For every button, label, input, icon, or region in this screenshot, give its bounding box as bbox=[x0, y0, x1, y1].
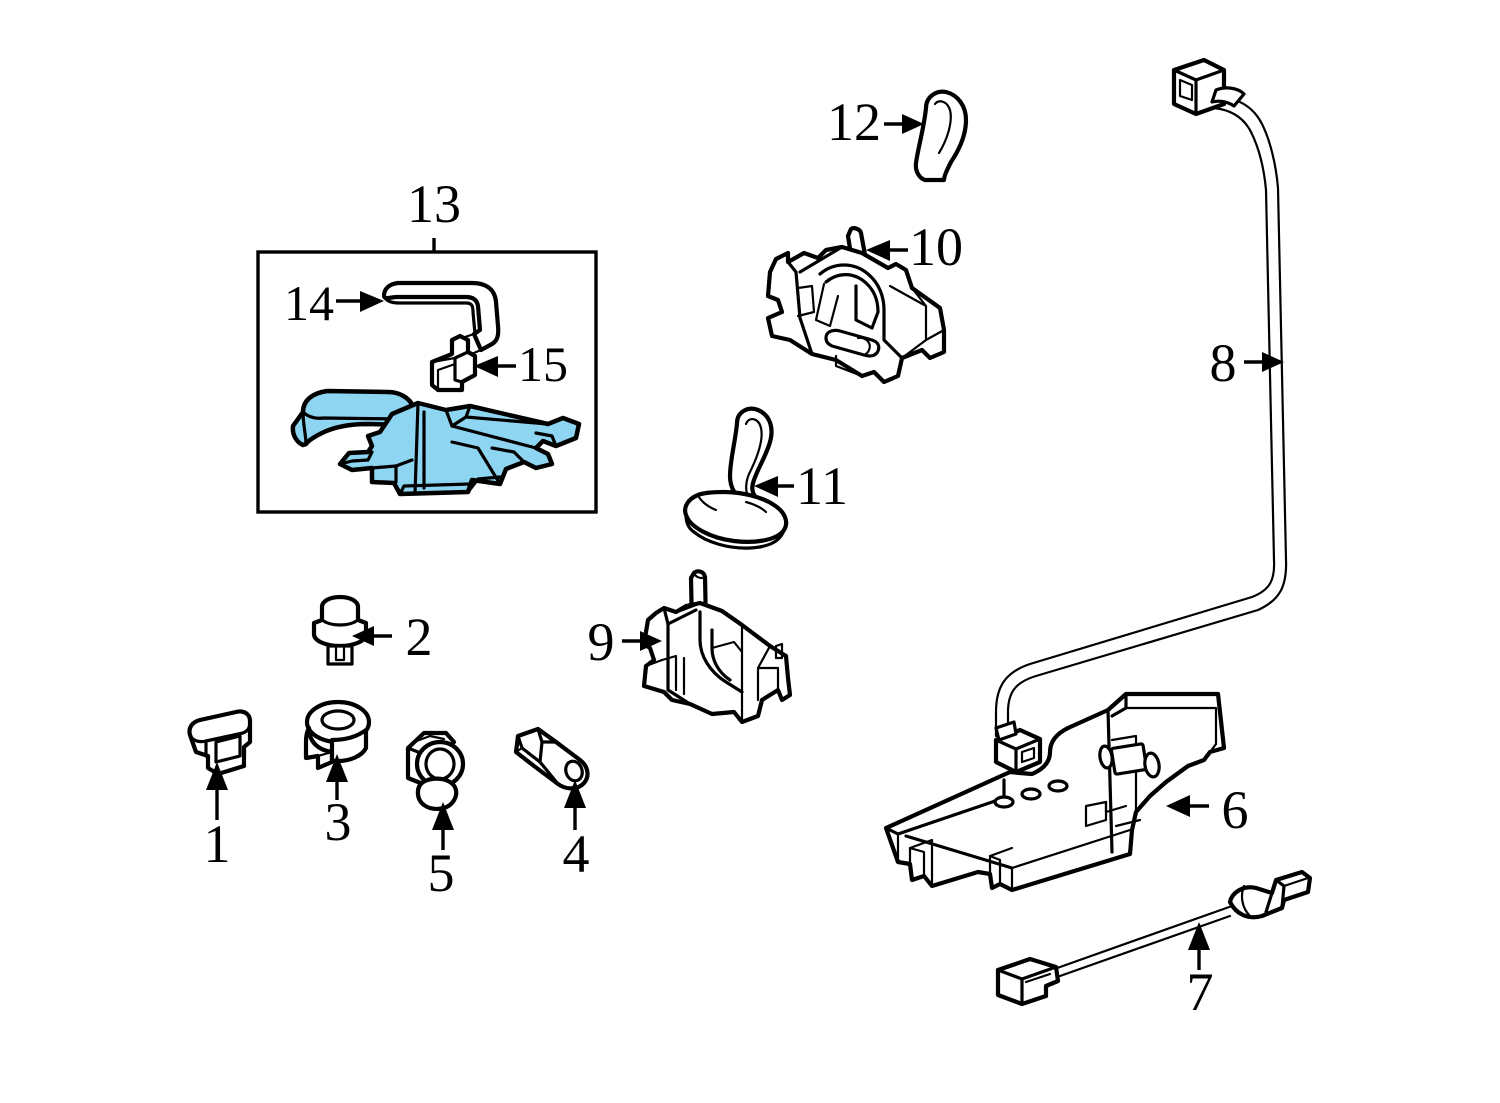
part-5-shift-lock-actuator bbox=[405, 730, 466, 811]
bracket-hole-1 bbox=[993, 795, 1015, 809]
callout-number-2[interactable]: 2 bbox=[406, 607, 433, 667]
callout-number-12[interactable]: 12 bbox=[827, 92, 881, 152]
part-6-mounting-bracket bbox=[883, 691, 1227, 893]
callout-number-15[interactable]: 15 bbox=[518, 336, 568, 392]
callout-number-3[interactable]: 3 bbox=[325, 792, 352, 852]
callout-number-14[interactable]: 14 bbox=[284, 275, 334, 331]
group-box-13 bbox=[256, 238, 598, 514]
bracket-slot bbox=[1109, 742, 1149, 776]
bracket-eyelet-right bbox=[1143, 751, 1161, 779]
bracket-hole-3 bbox=[1047, 779, 1069, 793]
callout-number-1[interactable]: 1 bbox=[204, 814, 231, 874]
callout-number-11[interactable]: 11 bbox=[796, 456, 848, 516]
part-12-shift-knob bbox=[913, 89, 969, 183]
part-14-handle-cover bbox=[381, 280, 501, 357]
part-8-shift-control-cable bbox=[993, 57, 1288, 775]
bracket-hole-2 bbox=[1020, 787, 1042, 801]
part-10-shift-control-housing bbox=[765, 226, 947, 385]
callout-number-9[interactable]: 9 bbox=[588, 612, 615, 672]
plunger-bore bbox=[564, 759, 584, 783]
part-1-switch-button bbox=[187, 709, 253, 777]
callout-number-4[interactable]: 4 bbox=[563, 824, 590, 884]
callout-number-5[interactable]: 5 bbox=[428, 843, 455, 903]
part-4-solenoid-plunger bbox=[513, 726, 590, 791]
parking-brake-lever-assembly-highlighted bbox=[290, 388, 582, 497]
part-3-lock-cylinder-housing bbox=[303, 699, 372, 771]
actuator-disc-inner bbox=[424, 747, 456, 781]
callout-number-10[interactable]: 10 bbox=[909, 217, 963, 277]
part-15-release-button bbox=[429, 333, 478, 393]
bracket-eyelet-left bbox=[1098, 744, 1114, 770]
part-2-retainer-grommet bbox=[311, 594, 369, 666]
callout-number-7[interactable]: 7 bbox=[1187, 962, 1214, 1022]
callout-number-6[interactable]: 6 bbox=[1222, 780, 1249, 840]
part-11-lever-knob-base bbox=[683, 406, 789, 550]
part-9-shift-control-assembly bbox=[641, 569, 793, 725]
lock-cyl-bore bbox=[320, 709, 356, 731]
callout-number-13[interactable]: 13 bbox=[407, 174, 461, 234]
part-7-interlock-cable bbox=[995, 869, 1313, 1007]
callout-arrows bbox=[206, 114, 1284, 970]
callout-number-8[interactable]: 8 bbox=[1210, 333, 1237, 393]
group-box-13-border bbox=[256, 250, 598, 514]
